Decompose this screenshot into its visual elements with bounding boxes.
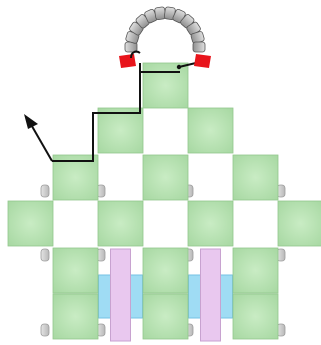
chain-left-hook	[130, 50, 141, 59]
green-block-r5-a	[52, 293, 99, 340]
path-staircase	[52, 63, 180, 162]
gray-peg-0-0	[40, 184, 50, 198]
green-block-r5-b	[142, 293, 189, 340]
gray-peg-2-0	[40, 323, 50, 337]
green-block-r2-c	[232, 154, 279, 201]
pink-pillar-layer	[110, 248, 221, 342]
gray-peg-1-0	[40, 248, 50, 262]
green-block-r4-c	[232, 247, 279, 294]
green-block-r1-left	[97, 107, 144, 154]
green-block-r3-d	[277, 200, 321, 247]
path-layer	[24, 61, 201, 162]
green-block-r3-b	[97, 200, 144, 247]
green-block-r5-c	[232, 293, 279, 340]
green-block-r2-a	[52, 154, 99, 201]
green-block-r4-b	[142, 247, 189, 294]
chain-link-body	[192, 41, 206, 53]
green-block-r1-right	[187, 107, 234, 154]
pink-pillar-right	[200, 248, 221, 342]
chain-link	[192, 41, 206, 53]
red-bracket-left	[119, 54, 136, 68]
chain-layer	[119, 6, 211, 68]
path-arrowhead	[24, 114, 38, 129]
block-layer	[7, 62, 321, 340]
green-block-r4-a	[52, 247, 99, 294]
green-block-r3-a	[7, 200, 54, 247]
green-block-r2-b	[142, 154, 189, 201]
red-bracket-right	[194, 54, 211, 68]
green-block-r3-c	[187, 200, 234, 247]
path-diagonal	[28, 120, 53, 162]
pink-pillar-left	[110, 248, 131, 342]
green-block-top	[142, 62, 189, 109]
